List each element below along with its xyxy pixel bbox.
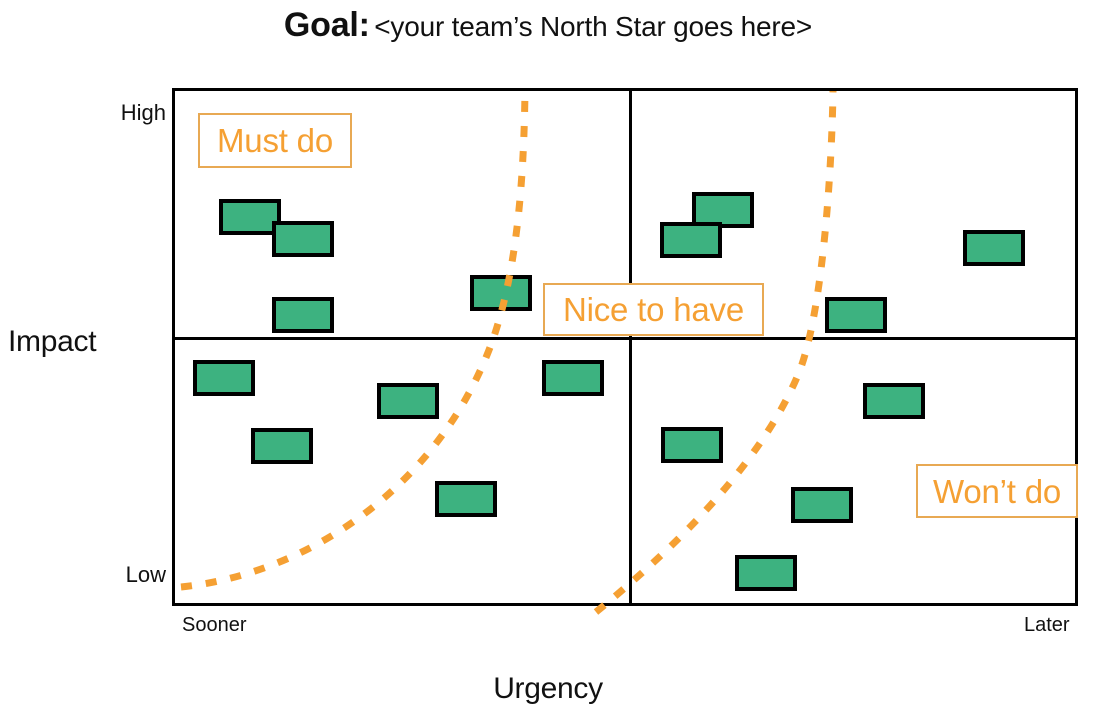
sticky-note[interactable] (825, 297, 887, 333)
sticky-note[interactable] (963, 230, 1025, 266)
title-goal-text: <your team’s North Star goes here> (374, 11, 813, 42)
x-axis-label: Urgency (493, 672, 603, 705)
sticky-note[interactable] (735, 555, 797, 591)
quadrant-label-wont-do[interactable]: Won’t do (916, 464, 1078, 518)
sticky-note[interactable] (193, 360, 255, 396)
y-axis-tick-high: High (120, 100, 166, 125)
sticky-note[interactable] (660, 222, 722, 258)
quadrant-label-must-do[interactable]: Must do (198, 113, 352, 168)
horizontal-divider (172, 337, 1078, 340)
sticky-note[interactable] (435, 481, 497, 517)
x-axis-tick-sooner: Sooner (182, 614, 247, 636)
y-axis-tick-low: Low (125, 562, 166, 587)
sticky-note[interactable] (377, 383, 439, 419)
sticky-note[interactable] (661, 427, 723, 463)
title-goal-prefix: Goal: (283, 6, 370, 44)
sticky-note[interactable] (863, 383, 925, 419)
x-axis-tick-later: Later (1024, 614, 1070, 636)
sticky-note[interactable] (470, 275, 532, 311)
sticky-note[interactable] (272, 221, 334, 257)
y-axis-label: Impact (8, 325, 97, 358)
sticky-note[interactable] (272, 297, 334, 333)
quadrant-label-nice-to-have[interactable]: Nice to have (543, 283, 764, 336)
sticky-note[interactable] (542, 360, 604, 396)
page-title: Goal: <your team’s North Star goes here> (0, 6, 1096, 45)
vertical-divider (629, 88, 632, 606)
sticky-note[interactable] (791, 487, 853, 523)
sticky-note[interactable] (251, 428, 313, 464)
